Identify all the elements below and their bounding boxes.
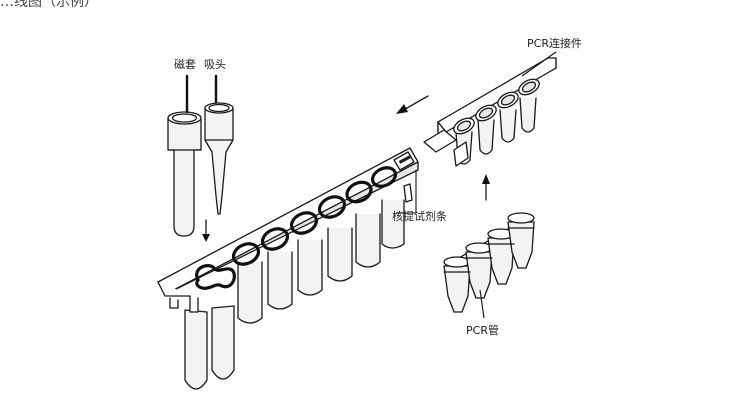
header-fragment: …线图（示例） [0, 0, 98, 10]
extraction-strip [157, 147, 419, 390]
pcr-tube-label: PCR管 [466, 323, 499, 337]
pcr-connector-leader [521, 51, 557, 77]
up-arrow-icon [482, 174, 490, 201]
magnetic-sleeve-label: 磁套 [174, 58, 196, 71]
pcr-connector [423, 57, 557, 167]
pipette-tip [204, 102, 234, 215]
pcr-tube-leader [479, 289, 485, 319]
extraction-strip-label: 核提试剂条 [392, 209, 447, 223]
magnetic-sleeve [167, 111, 202, 237]
down-arrow-icon [202, 219, 210, 242]
left-arrow-icon [396, 95, 429, 114]
pipette-tip-label: 吸头 [204, 58, 226, 71]
pcr-tubes [443, 212, 535, 313]
extraction-strip-leader [396, 170, 417, 214]
pcr-connector-label: PCR连接件 [527, 37, 582, 50]
